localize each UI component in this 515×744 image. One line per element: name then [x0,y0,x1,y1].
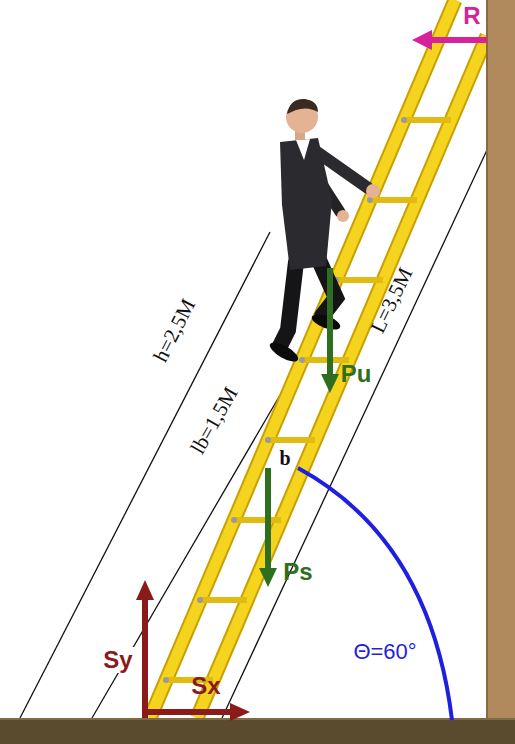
bolt [163,677,169,683]
ladder-bolts [163,37,441,683]
ladder-rung [336,277,383,283]
arm [314,150,368,188]
dimension-line [92,390,283,718]
force-arrow [327,268,333,376]
arrow-head [230,703,250,721]
angle-label: Θ=60° [353,641,416,663]
leg [280,262,296,346]
hand [337,210,349,222]
bolt [299,357,305,363]
force-arrow [145,709,232,715]
hair [287,99,318,114]
shoe [267,339,301,365]
point-label: b [279,448,290,468]
ladder-rung [200,597,247,603]
ladder-rail [197,36,487,718]
ladder-rung [268,437,315,443]
force-label: Sx [191,674,220,698]
ladder-rungs [166,40,485,680]
force-label: Pu [341,362,372,386]
floor-edge [0,718,515,720]
force-arrow [265,468,271,570]
ladder-rail [150,0,455,718]
force-arrow [142,598,148,718]
hand [366,184,380,198]
arrow-head [321,374,339,393]
man-figure [267,99,380,365]
bolt [231,517,237,523]
force-arrow [430,37,487,43]
ladder-rung [370,197,417,203]
wall [487,0,515,744]
force-label: R [463,4,480,28]
bolt [197,597,203,603]
ladder-rung [404,117,451,123]
arrow-head [259,568,277,587]
dimension-label: L=3,5M [367,264,416,336]
ladder-rung [234,517,281,523]
floor [0,718,515,744]
bolt [265,437,271,443]
arrow-head [412,30,432,50]
collar [296,139,310,160]
dimension-label: lb=1,5M [188,383,243,457]
ladder-rail [197,36,487,718]
ladder-rail [150,0,455,718]
bolt [401,117,407,123]
force-label: Ps [283,560,312,584]
wall-edge [486,0,488,744]
shoe [310,311,342,333]
force-label: Sy [100,647,135,673]
arrow-head [136,580,154,600]
dimension-label: h=2,5M [150,295,199,364]
angle-arc [298,468,452,720]
